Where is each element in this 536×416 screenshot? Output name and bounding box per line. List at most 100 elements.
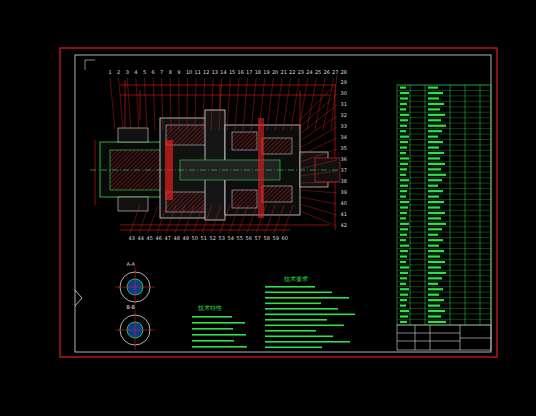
leader-line	[300, 83, 337, 120]
leader-line	[144, 78, 147, 130]
leader-line	[229, 205, 239, 233]
leader-line	[184, 205, 194, 233]
leader-line	[187, 78, 188, 130]
section-label: A-A	[126, 262, 135, 267]
callout-number: 12	[203, 70, 210, 75]
callout-number: 49	[182, 236, 189, 241]
leader-line	[195, 78, 196, 130]
callout-number: 46	[155, 236, 162, 241]
callout-number: 19	[263, 70, 270, 75]
callout-number: 4	[134, 70, 138, 75]
leader-line	[256, 205, 266, 233]
callout-number: 18	[254, 70, 261, 75]
callout-number: 2	[117, 70, 121, 75]
callout-number: 48	[173, 236, 180, 241]
leader-line	[119, 78, 123, 130]
callout-number: 9	[177, 70, 181, 75]
callout-number: 6	[151, 70, 155, 75]
notes-block	[192, 286, 355, 348]
callout-number: 41	[340, 212, 347, 217]
callout-number: 10	[185, 70, 192, 75]
callout-number: 17	[246, 70, 253, 75]
leader-line	[220, 205, 230, 233]
leader-line	[300, 171, 337, 176]
leader-line	[300, 149, 337, 162]
outer-border	[60, 48, 497, 357]
callout-number: 16	[237, 70, 244, 75]
callout-number: 60	[281, 236, 288, 241]
leader-line	[219, 78, 222, 130]
leader-line	[175, 205, 185, 233]
callout-number: 45	[146, 236, 153, 241]
leader-line	[178, 78, 179, 130]
leader-line	[300, 182, 337, 183]
callout-number: 43	[128, 236, 135, 241]
leader-line	[259, 78, 265, 130]
leader-line	[300, 127, 337, 148]
leader-line	[203, 78, 205, 130]
leader-line	[238, 205, 248, 233]
callout-number: 28	[340, 70, 347, 75]
callout-number: 22	[289, 70, 296, 75]
leader-line	[157, 205, 167, 233]
callout-number: 15	[228, 70, 235, 75]
callout-number: 38	[340, 179, 347, 184]
callout-number: 51	[200, 236, 207, 241]
callout-number: 36	[340, 157, 347, 162]
callout-number: 1	[108, 70, 112, 75]
callout-number: 44	[137, 236, 144, 241]
callout-number: 40	[340, 201, 347, 206]
callout-number: 8	[168, 70, 172, 75]
callout-number: 21	[280, 70, 287, 75]
callout-number: 52	[209, 236, 216, 241]
callout-number: 7	[160, 70, 164, 75]
leader-line	[211, 78, 213, 130]
callout-number: 5	[142, 70, 146, 75]
callout-number: 13	[211, 70, 218, 75]
leader-line	[315, 78, 325, 130]
callout-number: 26	[323, 70, 330, 75]
leader-line	[283, 78, 291, 130]
inner-frame	[75, 55, 491, 352]
callout-number: 31	[340, 102, 347, 107]
callout-number: 42	[340, 223, 347, 228]
callout-number: 33	[340, 124, 347, 129]
callout-number: 32	[340, 113, 347, 118]
title-block	[397, 325, 491, 350]
leader-line	[247, 205, 257, 233]
frame-mark	[85, 60, 95, 70]
reducer-assembly	[90, 110, 345, 220]
dimension-lines	[95, 80, 335, 230]
leader-line	[299, 78, 308, 130]
callout-number: 58	[263, 236, 270, 241]
callout-number: 39	[340, 190, 347, 195]
leader-line	[166, 205, 176, 233]
leader-line	[227, 78, 230, 130]
callout-number: 27	[332, 70, 339, 75]
leader-line	[300, 138, 337, 155]
leader-line	[265, 205, 275, 233]
leader-line	[300, 160, 337, 169]
callout-number: 3	[125, 70, 129, 75]
section-label: B-B	[126, 305, 136, 310]
callout-number: 54	[227, 236, 234, 241]
callout-number: 25	[314, 70, 321, 75]
callout-number: 14	[220, 70, 227, 75]
callout-number: 47	[164, 236, 171, 241]
leader-line	[300, 211, 337, 226]
leader-line	[153, 78, 155, 130]
leader-line	[202, 205, 212, 233]
callout-number: 56	[245, 236, 252, 241]
leader-line	[291, 78, 299, 130]
frame-mark	[75, 290, 82, 306]
callout-number: 50	[191, 236, 198, 241]
leader-line	[300, 197, 337, 204]
leader-line	[170, 78, 172, 130]
leader-line	[127, 78, 131, 130]
leader-line	[139, 205, 149, 233]
leader-line	[300, 94, 337, 127]
note-heading: 技术特性	[197, 305, 222, 311]
callout-number: 11	[194, 70, 201, 75]
leader-line	[267, 78, 273, 130]
